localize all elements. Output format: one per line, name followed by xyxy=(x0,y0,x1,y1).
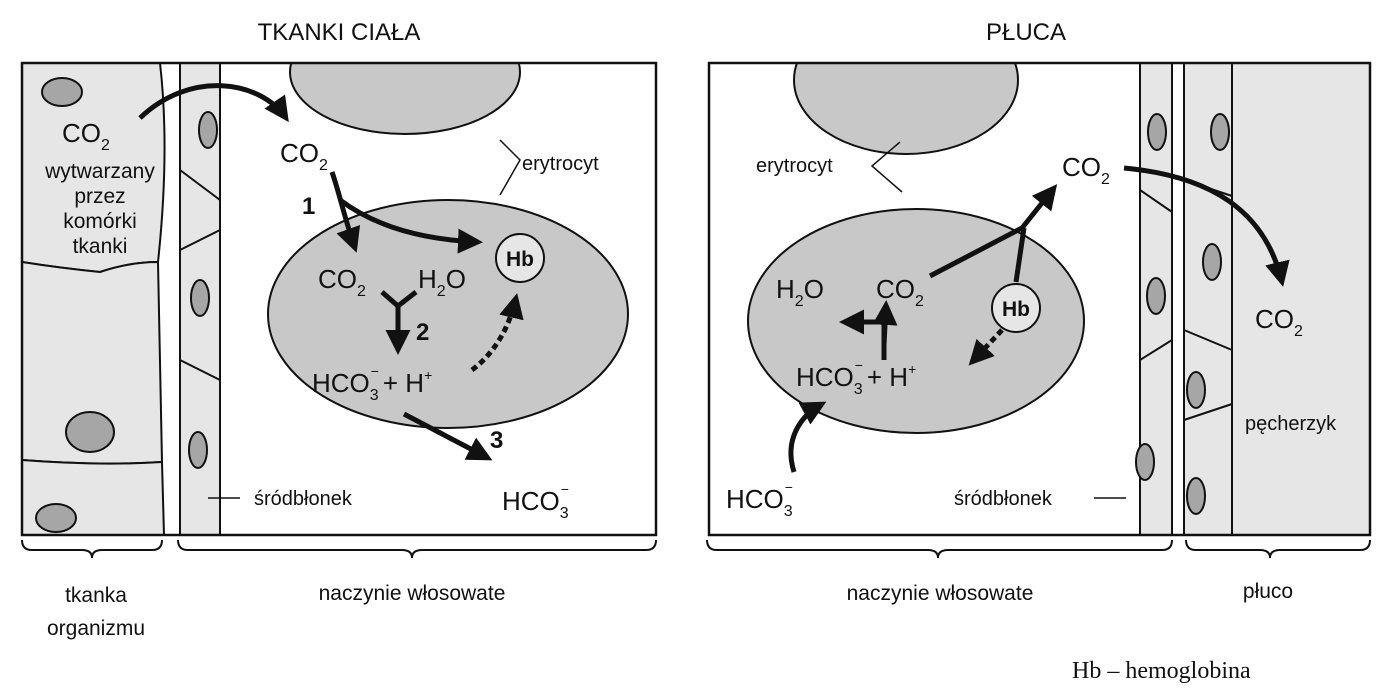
alveolus-space xyxy=(1232,63,1370,535)
endothelium-label: śródbłonek xyxy=(954,488,1053,510)
hemoglobin-circle xyxy=(495,233,545,283)
endothelium-nucleus xyxy=(1147,113,1167,151)
hco3-inner: HCO xyxy=(796,362,854,392)
tissue-nucleus xyxy=(41,77,83,107)
erythrocyte-label: erytrocyt xyxy=(522,153,599,175)
alveolar-nucleus xyxy=(1186,477,1206,515)
svg-text:CO2: CO2 xyxy=(876,274,924,310)
source-line: tkanki xyxy=(73,235,128,258)
co2-alveolus: CO xyxy=(1255,304,1294,334)
endothelium-nucleus xyxy=(1146,277,1166,315)
h2o-inner: H xyxy=(418,264,437,294)
svg-text:HCO3−+ H+: HCO3−+ H+ xyxy=(796,357,916,398)
co2-inner: CO xyxy=(318,264,357,294)
erythrocyte-label: erytrocyt xyxy=(756,155,833,177)
endothelium-nucleus xyxy=(188,431,208,469)
brace-capillary xyxy=(177,539,657,559)
left-panel: TKANKI CIAŁA erytrocyt CO2 wytwarzan xyxy=(20,19,658,640)
endothelium-nucleus xyxy=(190,279,210,317)
arrow-hco3-in xyxy=(788,401,827,473)
brace-capillary-label: naczynie włosowate xyxy=(847,582,1034,605)
arrow-hb-to-h xyxy=(968,328,1004,366)
endothelium-nucleus xyxy=(1135,443,1155,481)
hco3-inner: HCO xyxy=(312,368,370,398)
svg-text:HCO3−+ H+: HCO3−+ H+ xyxy=(312,363,432,404)
svg-text:HCO3−: HCO3− xyxy=(726,479,793,520)
co2-source: CO xyxy=(62,118,101,148)
brace-tissue xyxy=(21,539,163,559)
arrow-hco3-out xyxy=(402,411,493,461)
source-line: komórki xyxy=(63,210,137,233)
svg-text:CO2: CO2 xyxy=(280,138,328,174)
alveolar-nucleus xyxy=(1186,371,1206,409)
hemoglobin-label: Hb xyxy=(1002,298,1030,321)
svg-text:HCO3−: HCO3− xyxy=(502,481,569,522)
endothelium-label: śródbłonek xyxy=(254,488,353,510)
step-1: 1 xyxy=(302,193,315,220)
alveolus-label: pęcherzyk xyxy=(1245,413,1337,435)
erythrocyte-top xyxy=(793,63,1019,155)
hco3-in: HCO xyxy=(726,484,784,514)
svg-text:CO2: CO2 xyxy=(318,264,366,300)
right-panel-frame xyxy=(707,61,1372,537)
brace-tissue-label: organizmu xyxy=(47,617,145,640)
svg-text:H2O: H2O xyxy=(776,274,824,310)
brace-capillary-label: naczynie włosowate xyxy=(319,582,506,605)
arrow-co2-to-erythrocyte xyxy=(329,171,361,253)
left-panel-frame xyxy=(20,61,658,537)
arrow-co2-to-alveolus xyxy=(1123,165,1290,287)
right-panel: PŁUCA erytrocyt CO2 xyxy=(706,19,1372,605)
hemoglobin-circle xyxy=(991,283,1041,333)
tissue-nucleus xyxy=(35,503,77,533)
hemoglobin-label: Hb xyxy=(506,248,534,271)
h2o-inner: H xyxy=(776,274,795,304)
svg-text:CO2: CO2 xyxy=(1062,152,1110,188)
arrow-co2-diffusion xyxy=(138,83,289,123)
source-line: wytwarzany xyxy=(44,160,155,183)
brace-lung xyxy=(1185,539,1371,559)
svg-text:CO2: CO2 xyxy=(62,118,110,154)
source-line: przez xyxy=(74,185,125,208)
erythrocyte-main xyxy=(747,208,1085,434)
hco3-out: HCO xyxy=(502,486,560,516)
brace-capillary xyxy=(706,539,1173,559)
co2-inner: CO xyxy=(876,274,915,304)
svg-text:CO2: CO2 xyxy=(1255,304,1303,340)
alveolar-nucleus xyxy=(1210,113,1230,151)
step-3: 3 xyxy=(490,427,503,454)
right-panel-title: PŁUCA xyxy=(986,19,1066,46)
brace-tissue-label: tkanka xyxy=(65,584,127,607)
brace-lung-label: płuco xyxy=(1243,580,1293,603)
co2-plasma: CO xyxy=(280,138,319,168)
co2-out: CO xyxy=(1062,152,1101,182)
legend-hb: Hb – hemoglobina xyxy=(1072,658,1251,684)
erythrocyte-top xyxy=(289,63,521,135)
svg-text:H2O: H2O xyxy=(418,264,466,300)
arrow-h-to-hb xyxy=(470,293,524,372)
step-2: 2 xyxy=(416,319,429,346)
arrow-hb-release xyxy=(1013,227,1027,283)
arrow-co2-to-hb xyxy=(338,197,483,254)
tissue-nucleus xyxy=(65,411,115,453)
alveolar-nucleus xyxy=(1202,243,1222,281)
left-panel-title: TKANKI CIAŁA xyxy=(258,19,421,46)
endothelium-nucleus xyxy=(198,111,218,149)
